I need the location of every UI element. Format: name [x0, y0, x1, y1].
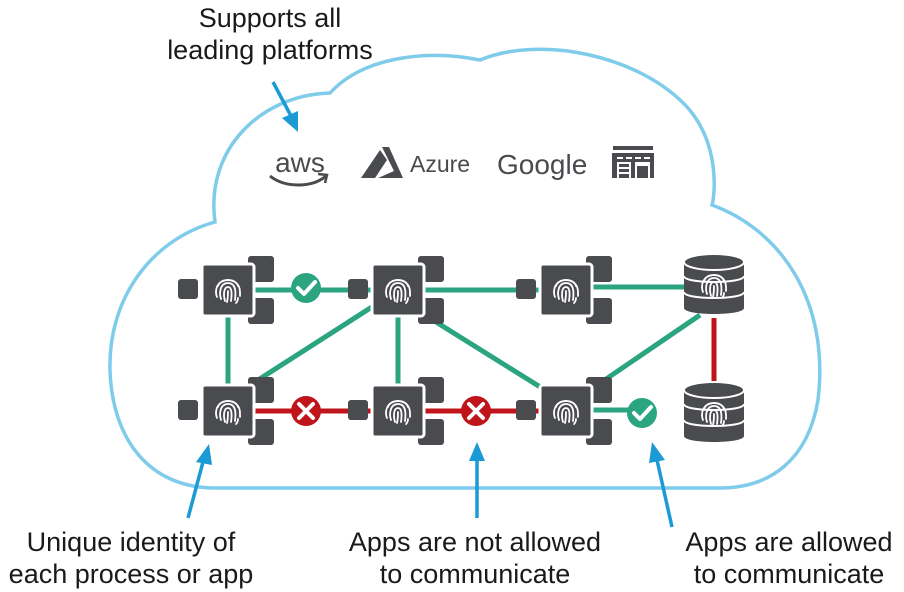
blocked-badge-2 [461, 396, 491, 426]
google-logo: Google [497, 149, 587, 180]
link-app4-app2 [253, 302, 377, 385]
arrow-to-blocked [469, 442, 485, 518]
callout-identity: Unique identity of each process or app [0, 526, 262, 590]
arrow-to-identity [186, 444, 212, 519]
callout-identity-line2: each process or app [8, 559, 254, 589]
app-node-3 [516, 256, 612, 324]
azure-logo: Azure [361, 147, 470, 178]
database-node-2 [684, 382, 744, 442]
blocked-badge-1 [291, 396, 321, 426]
aws-logo: aws [269, 147, 329, 187]
callout-blocked-line1: Apps are not allowed [348, 527, 602, 557]
svg-text:aws: aws [275, 147, 325, 178]
arrow-to-platforms [271, 81, 298, 132]
cloud-outline [108, 47, 822, 490]
allowed-badge-1 [291, 273, 321, 303]
callout-blocked: Apps are not allowed to communicate [325, 526, 625, 590]
callout-allowed-line1: Apps are allowed [685, 527, 893, 557]
database-node-1 [684, 254, 744, 314]
svg-text:Azure: Azure [410, 151, 470, 177]
arrow-to-allowed [649, 442, 674, 528]
datacenter-icon [612, 146, 654, 178]
platforms-caption-line2: leading platforms [167, 35, 373, 65]
callout-allowed-line2: to communicate [693, 559, 885, 589]
platforms-caption-line1: Supports all [198, 3, 342, 33]
callout-blocked-line2: to communicate [379, 559, 571, 589]
svg-text:Google: Google [497, 149, 587, 180]
platforms-caption: Supports all leading platforms [150, 2, 390, 66]
link-app2-app6 [418, 309, 547, 393]
allowed-badge-2 [627, 398, 657, 428]
callout-allowed: Apps are allowed to communicate [674, 526, 904, 590]
callout-identity-line1: Unique identity of [26, 527, 236, 557]
